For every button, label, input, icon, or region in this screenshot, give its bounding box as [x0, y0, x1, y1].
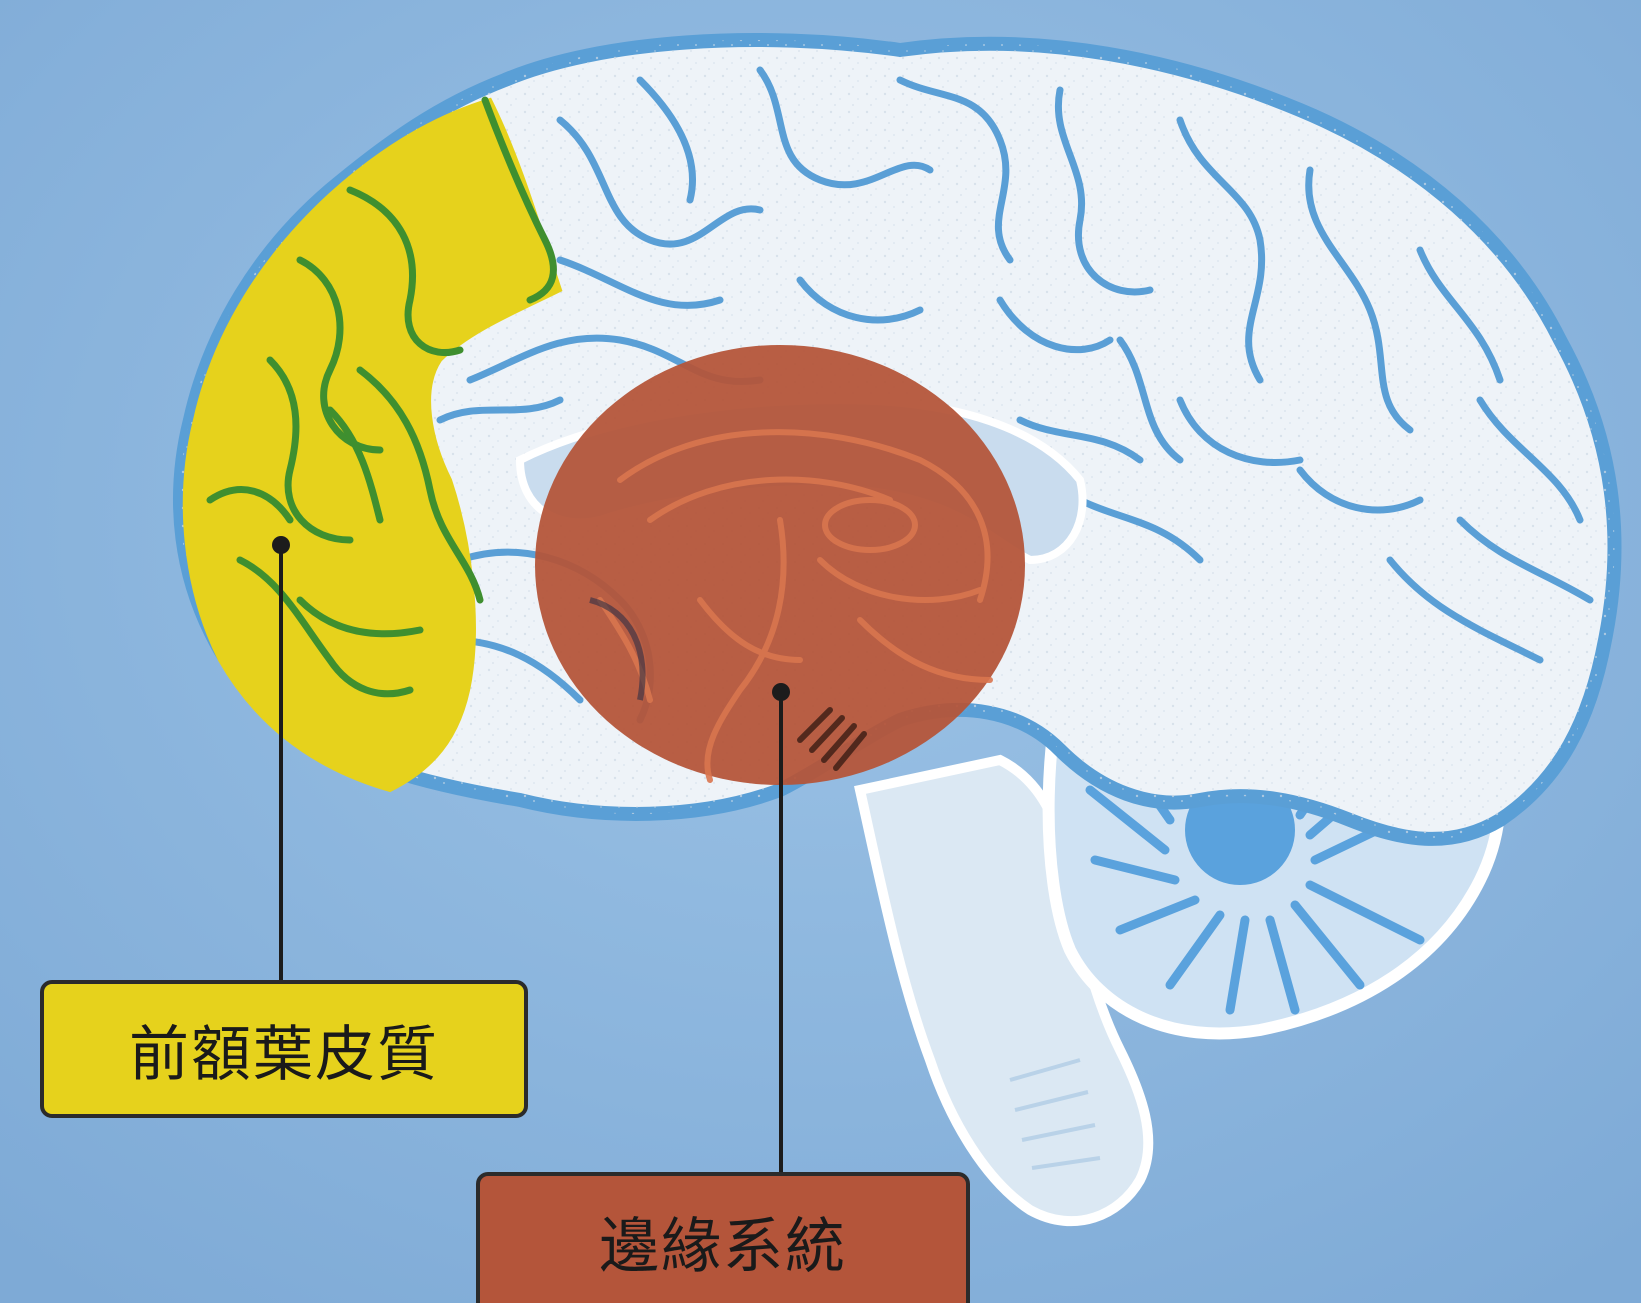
label-prefrontal-cortex: 前額葉皮質: [40, 980, 528, 1118]
pfc-marker-dot: [272, 536, 290, 554]
label-prefrontal-cortex-text: 前額葉皮質: [129, 1006, 439, 1093]
label-limbic-system: 邊緣系統: [476, 1172, 970, 1303]
limbic-marker-dot: [772, 683, 790, 701]
label-limbic-system-text: 邊緣系統: [599, 1198, 847, 1285]
